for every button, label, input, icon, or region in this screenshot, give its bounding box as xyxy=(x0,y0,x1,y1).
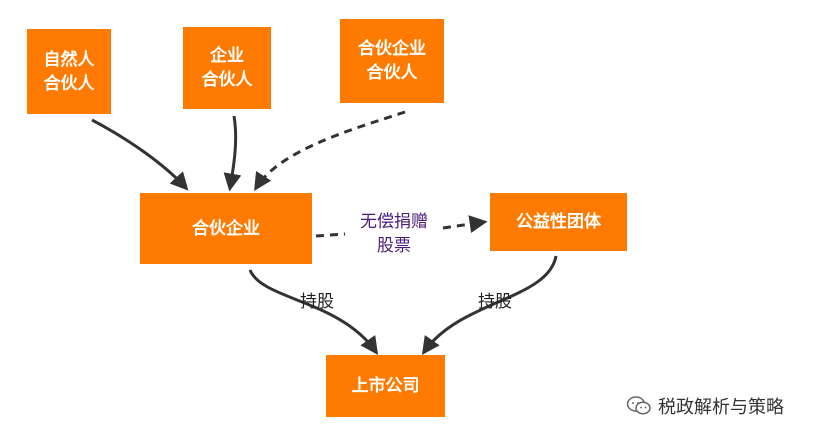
node-public-welfare-group: 公益性团体 xyxy=(490,193,627,251)
node-listed-company: 上市公司 xyxy=(326,355,445,417)
node-partnership: 合伙企业 xyxy=(140,193,312,264)
edge-welfare-to-listed xyxy=(421,255,558,355)
edge-donation-left xyxy=(315,232,346,238)
node-natural-partner: 自然人 合伙人 xyxy=(27,29,111,114)
node-corporate-partner: 企业 合伙人 xyxy=(183,27,271,109)
watermark-text: 税政解析与策略 xyxy=(658,397,784,418)
label-donation: 无偿捐赠 股票 xyxy=(360,212,428,256)
wechat-icon xyxy=(626,395,652,417)
watermark: 税政解析与策略 xyxy=(626,393,784,419)
node-partnership-partner: 合伙企业 合伙人 xyxy=(340,19,444,103)
label-holding-right: 持股 xyxy=(478,292,512,312)
edge-natural-to-partnership xyxy=(91,118,189,191)
edge-partnershippartner-to-partnership xyxy=(254,110,406,192)
label-holding-left: 持股 xyxy=(300,292,334,312)
edge-donation-right xyxy=(442,215,488,233)
edge-corporate-to-partnership xyxy=(223,115,242,192)
edge-partnership-to-listed xyxy=(248,269,379,355)
